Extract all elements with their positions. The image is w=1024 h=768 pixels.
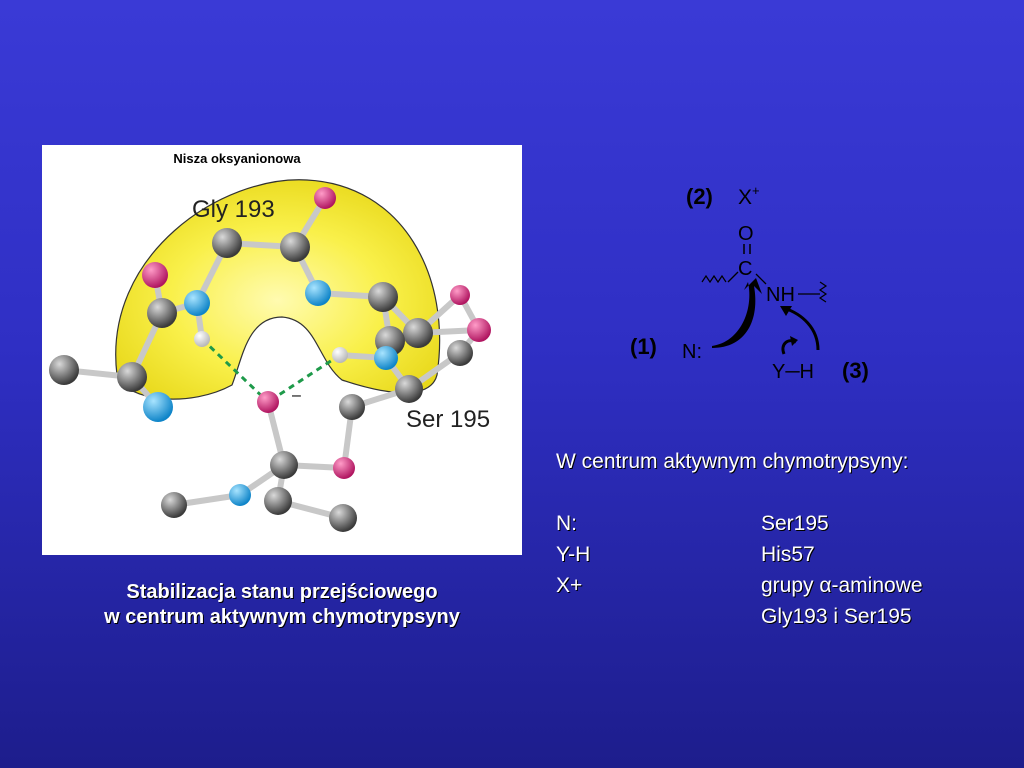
step3-label: (3)	[842, 358, 869, 383]
x-leaving-group: X+	[738, 183, 760, 209]
figure-title: Nisza oksyanionowa	[173, 151, 301, 166]
oxygen-atom: O	[738, 223, 754, 245]
info-key: X+	[556, 574, 583, 597]
step2-label: (2)	[686, 184, 713, 209]
info-key	[556, 601, 761, 632]
gly193-label: Gly 193	[192, 196, 275, 223]
oxyanion-hole-figure: Nisza oksyanionowa Gly 193	[42, 145, 522, 555]
info-value: grupy α-aminowe	[761, 574, 923, 597]
caption-line2: w centrum aktywnym chymotrypsyny	[104, 606, 460, 628]
mechanism-drawing: (2) X+ O C NH (1) N: Y─H (3)	[630, 183, 869, 383]
charge-label: –	[292, 387, 301, 404]
info-heading: W centrum aktywnym chymotrypsyny:	[556, 450, 909, 473]
proton-transfer-arrow	[783, 306, 820, 351]
molecule-drawing: Nisza oksyanionowa Gly 193	[49, 151, 491, 532]
ser195-label: Ser 195	[406, 406, 490, 433]
info-row-cont: Gly193 i Ser195	[556, 601, 1016, 632]
info-key: N:	[556, 512, 577, 535]
step1-label: (1)	[630, 334, 657, 359]
caption-line1: Stabilizacja stanu przejściowego	[126, 581, 438, 603]
mechanism-scheme: (2) X+ O C NH (1) N: Y─H (3)	[620, 170, 900, 400]
info-key: Y-H	[556, 543, 591, 566]
nucleophile: N:	[682, 341, 702, 363]
info-row-n: N: Ser195	[556, 508, 1016, 539]
info-row-x: X+ grupy α-aminowe	[556, 570, 1016, 601]
info-value: Gly193 i Ser195	[761, 605, 912, 628]
figure-caption: Stabilizacja stanu przejściowego w centr…	[42, 580, 522, 630]
nh-group: NH	[766, 284, 795, 306]
carbon-atom: C	[738, 258, 752, 280]
base-yh: Y─H	[772, 361, 814, 383]
hydrogen-bonds	[200, 337, 341, 404]
atoms	[49, 187, 491, 532]
info-value: His57	[761, 543, 815, 566]
info-row-yh: Y-H His57	[556, 539, 1016, 570]
info-value: Ser195	[761, 512, 829, 535]
active-site-info: W centrum aktywnym chymotrypsyny: N: Ser1…	[556, 446, 1016, 632]
nucleophilic-attack-arrow	[712, 278, 762, 348]
